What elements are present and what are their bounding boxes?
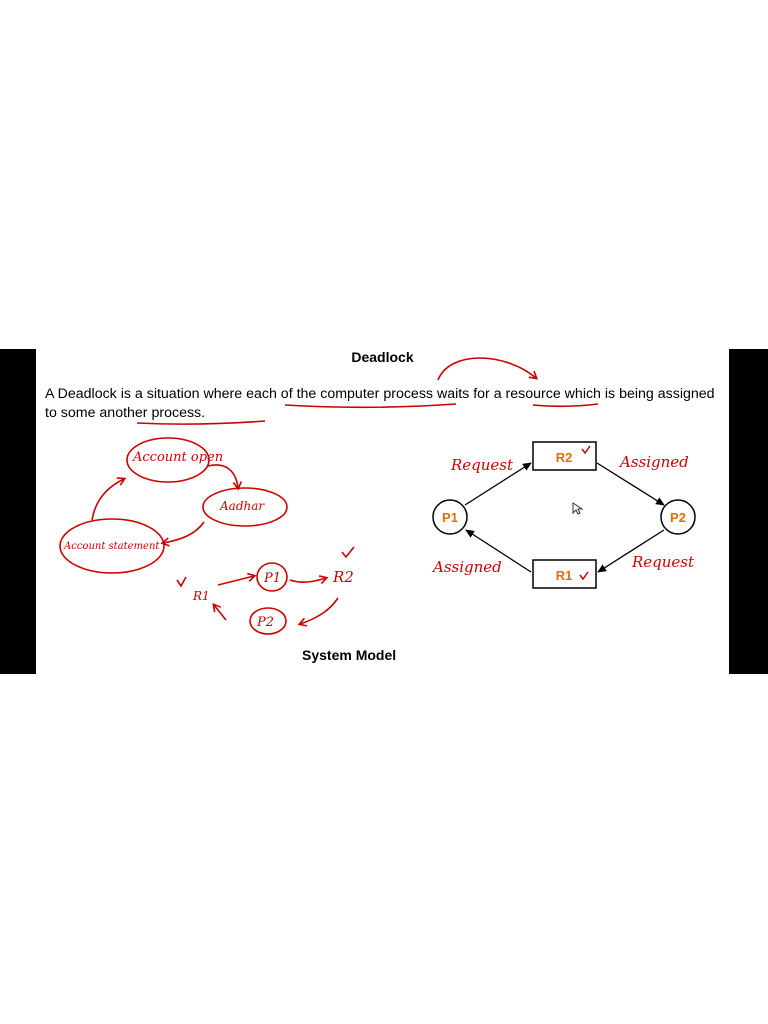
label-p2: P2 bbox=[256, 615, 274, 630]
edge-label-assigned-bottom: Assigned bbox=[431, 558, 502, 576]
slide-title: Deadlock bbox=[351, 349, 414, 365]
arrow-r2-to-p2 bbox=[297, 597, 339, 627]
circle-p2 bbox=[249, 607, 287, 635]
letterbox-right bbox=[729, 349, 768, 674]
resource-allocation-graph: R2 R1 P1 P2 Request Assigned Assigned Re… bbox=[431, 441, 696, 589]
resource-r1-label: R1 bbox=[556, 568, 573, 583]
arrow-p1-to-r2 bbox=[289, 575, 329, 585]
ellipse-aadhar bbox=[202, 487, 288, 527]
arrow-p2-to-r1 bbox=[212, 602, 227, 621]
resource-r2-box bbox=[532, 441, 597, 471]
resource-r2-label: R2 bbox=[556, 450, 573, 465]
check-icon bbox=[176, 576, 187, 588]
label-r2: R2 bbox=[332, 568, 354, 586]
check-icon bbox=[341, 546, 355, 559]
edge-p2-request-r1 bbox=[597, 529, 665, 573]
label-p1: P1 bbox=[263, 571, 281, 586]
label-r1: R1 bbox=[192, 589, 210, 603]
process-p1-circle bbox=[432, 499, 468, 535]
arrow-open-to-aadhar bbox=[207, 464, 243, 491]
underline-another-process bbox=[136, 420, 266, 425]
underline-computer-process bbox=[284, 403, 457, 409]
check-icon bbox=[581, 445, 591, 455]
handwritten-arc-arrow bbox=[437, 357, 539, 381]
underline-resource bbox=[532, 403, 599, 408]
mouse-cursor-icon bbox=[572, 502, 584, 515]
system-model-caption: System Model bbox=[302, 647, 397, 663]
arrow-r1-to-p1 bbox=[217, 572, 257, 586]
arrow-aadhar-to-statement bbox=[160, 521, 205, 547]
handwritten-annotations bbox=[59, 437, 355, 635]
label-account-statement: Account statement bbox=[63, 541, 160, 552]
process-p2-label: P2 bbox=[670, 510, 686, 525]
edge-p1-request-r2 bbox=[464, 462, 532, 506]
label-account-open: Account open bbox=[132, 450, 223, 465]
check-icon bbox=[579, 571, 589, 581]
edge-r2-assigned-p2 bbox=[596, 462, 665, 506]
letterbox-left bbox=[0, 349, 36, 674]
label-aadhar: Aadhar bbox=[219, 499, 265, 513]
resource-r1-box bbox=[532, 559, 597, 589]
edge-label-request-bottom: Request bbox=[631, 553, 695, 571]
process-p2-circle bbox=[660, 499, 696, 535]
circle-p1 bbox=[256, 562, 288, 592]
handwritten-labels: Account open Aadhar Account statement R1… bbox=[63, 450, 354, 630]
arrow-statement-to-open bbox=[91, 477, 127, 521]
process-p1-label: P1 bbox=[442, 510, 458, 525]
edge-label-assigned-top: Assigned bbox=[618, 453, 689, 471]
edge-r1-assigned-p1 bbox=[465, 529, 532, 573]
ellipse-account-open bbox=[126, 437, 210, 483]
handwritten-underlines bbox=[136, 357, 599, 425]
edge-label-request-top: Request bbox=[450, 456, 514, 474]
slide: Deadlock bbox=[36, 349, 729, 674]
definition-text: A Deadlock is a situation where each of … bbox=[45, 386, 715, 421]
